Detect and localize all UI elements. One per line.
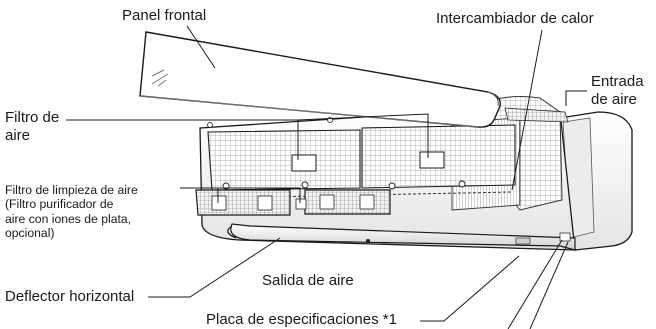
leader-horizontal-louver [148,237,281,298]
air-filters [207,124,516,191]
leader-air-cleaning-filter-2 [218,187,301,203]
leader-extra-2 [529,241,569,329]
label-air-inlet: Entrada de aire [591,73,644,108]
leader-front-panel [186,25,216,69]
front-panel [139,31,501,128]
label-air-filter: Filtro de aire [5,109,60,144]
leader-extra-1 [507,239,563,329]
leader-air-filter-2 [297,113,429,158]
air-cleaning-filters [195,189,391,216]
label-heat-exchanger: Intercambiador de calor [436,10,594,27]
leader-lines [66,25,587,329]
label-horizontal-louver: Deflector horizontal [5,288,135,305]
leader-spec-plate [420,255,520,322]
label-air-outlet: Salida de aire [262,272,354,289]
leader-heat-exchanger [511,29,543,191]
label-front-panel: Panel frontal [122,7,207,24]
horizontal-louver [227,223,576,251]
leader-air-inlet [565,90,587,106]
label-air-cleaning-filter: Filtro de limpieza de aire (Filtro purif… [5,183,138,241]
label-spec-plate: Placa de especificaciones *1 [206,311,397,328]
